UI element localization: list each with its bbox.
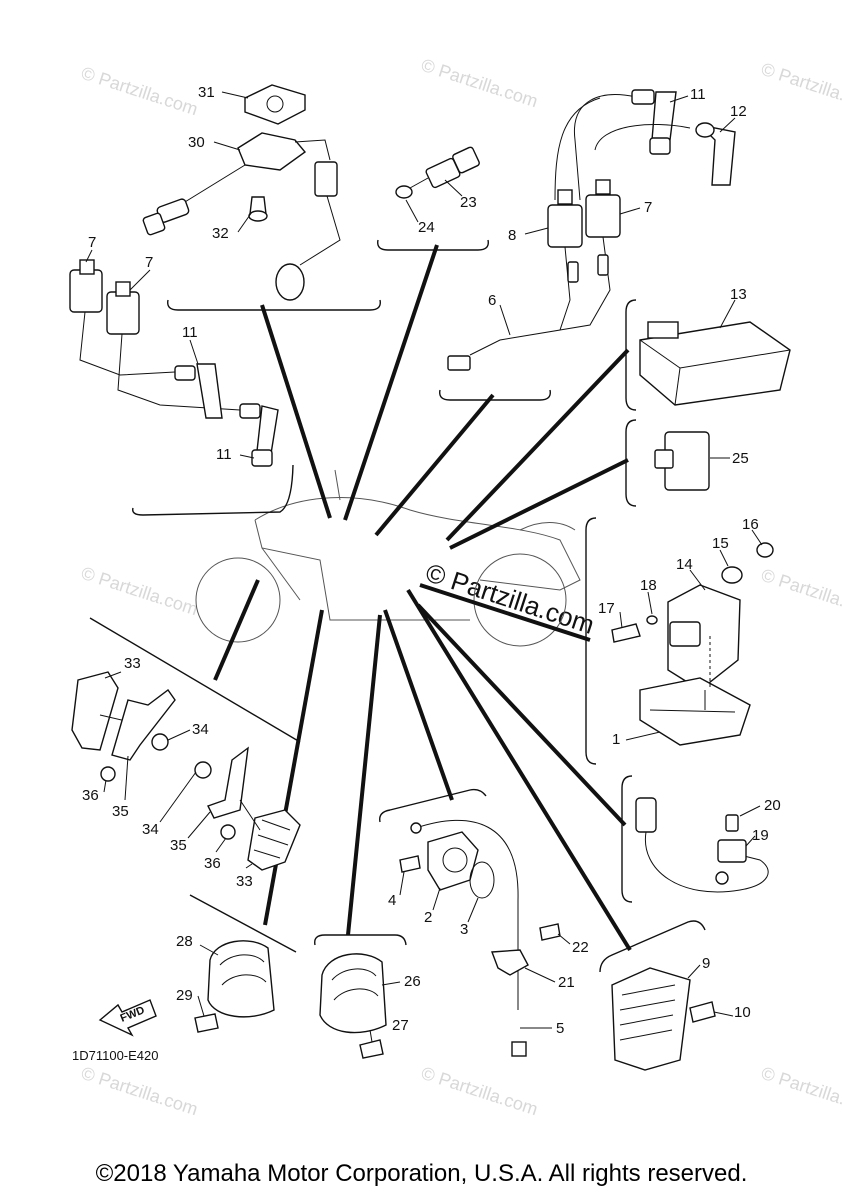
- ecu-unit: [639, 321, 791, 406]
- watermark-text: © Partzilla.com: [419, 55, 541, 112]
- callout-label: 24: [418, 219, 435, 236]
- callout-label: 21: [558, 974, 575, 991]
- relay: [654, 431, 710, 491]
- callout-label: 20: [764, 797, 781, 814]
- callout-label: 6: [488, 292, 496, 309]
- callout-label: 2: [424, 909, 432, 926]
- callout-label: 25: [732, 450, 749, 467]
- callout-label: 15: [712, 535, 729, 552]
- fwd-arrow-icon: FWD: [98, 999, 157, 1037]
- callout-label: 3: [460, 921, 468, 938]
- callout-label: 30: [188, 134, 205, 151]
- callout-label: 22: [572, 939, 589, 956]
- fuel-sender-assembly: [142, 84, 341, 301]
- watermark-group: © Partzilla.com © Partzilla.com © Partzi…: [79, 55, 843, 1120]
- callout-label: 8: [508, 227, 516, 244]
- callout-label: 7: [644, 199, 652, 216]
- callout-label: 12: [730, 103, 747, 120]
- temperature-sensor: [395, 146, 480, 199]
- callout-label: 33: [236, 873, 253, 890]
- ignition-coil-assembly-right: [447, 89, 736, 371]
- callout-label: 11: [690, 86, 706, 103]
- horn-low: [194, 940, 275, 1033]
- watermark-center-text: © Partzilla.com: [422, 557, 598, 640]
- watermark-text: © Partzilla.com: [759, 59, 843, 116]
- callout-leaders: [85, 91, 763, 1043]
- callout-label: 7: [88, 234, 96, 251]
- callout-label: 33: [124, 655, 141, 672]
- ignition-coil-assembly-left: [69, 259, 279, 467]
- watermark-text: © Partzilla.com: [79, 63, 201, 120]
- callout-label: 5: [556, 1020, 564, 1037]
- callout-label: 36: [82, 787, 99, 804]
- neutral-switch-assembly: [399, 819, 561, 1057]
- callout-label: 34: [142, 821, 159, 838]
- copyright-notice: ©2018 Yamaha Motor Corporation, U.S.A. A…: [95, 1160, 748, 1187]
- watermark-text: © Partzilla.com: [419, 1063, 541, 1120]
- group-leader-lines: [213, 244, 632, 952]
- horn-high: [319, 953, 387, 1059]
- callout-label: 18: [640, 577, 657, 594]
- motorcycle-outline: [195, 469, 581, 647]
- reflector-assembly: [71, 671, 301, 871]
- callout-label: 11: [182, 324, 198, 341]
- callout-label: 27: [392, 1017, 409, 1034]
- watermark-text: © Partzilla.com: [759, 1063, 843, 1120]
- callout-label: 9: [702, 955, 710, 972]
- speed-sensor-assembly: [635, 797, 769, 893]
- callout-label: 29: [176, 987, 193, 1004]
- starter-relay-assembly: [611, 542, 774, 746]
- callout-label: 13: [730, 286, 747, 303]
- callout-label: 11: [216, 446, 232, 463]
- callout-label: 7: [145, 254, 153, 271]
- callout-label: 35: [170, 837, 187, 854]
- watermark-text: © Partzilla.com: [759, 565, 843, 622]
- callout-label: 26: [404, 973, 421, 990]
- callout-label: 36: [204, 855, 221, 872]
- callout-label: 32: [212, 225, 229, 242]
- callout-label: 17: [598, 600, 615, 617]
- callout-label: 4: [388, 892, 396, 909]
- watermark-text: © Partzilla.com: [79, 563, 201, 620]
- callout-label: 10: [734, 1004, 751, 1021]
- callout-label: 31: [198, 84, 215, 101]
- callout-label: 14: [676, 556, 693, 573]
- callout-labels: 31 30 32 23 24 11 12 7 8 6 7 7 11 11 13 …: [82, 84, 781, 1037]
- callout-label: 16: [742, 516, 759, 533]
- callout-label: 28: [176, 933, 193, 950]
- callout-label: 35: [112, 803, 129, 820]
- callout-label: 19: [752, 827, 769, 844]
- group-brackets: [89, 239, 706, 973]
- diagram-code: 1D71100-E420: [72, 1048, 159, 1063]
- rectifier-regulator: [611, 967, 716, 1071]
- callout-label: 23: [460, 194, 477, 211]
- callout-label: 1: [612, 731, 620, 748]
- callout-label: 34: [192, 721, 209, 738]
- watermark-text: © Partzilla.com: [79, 1063, 201, 1120]
